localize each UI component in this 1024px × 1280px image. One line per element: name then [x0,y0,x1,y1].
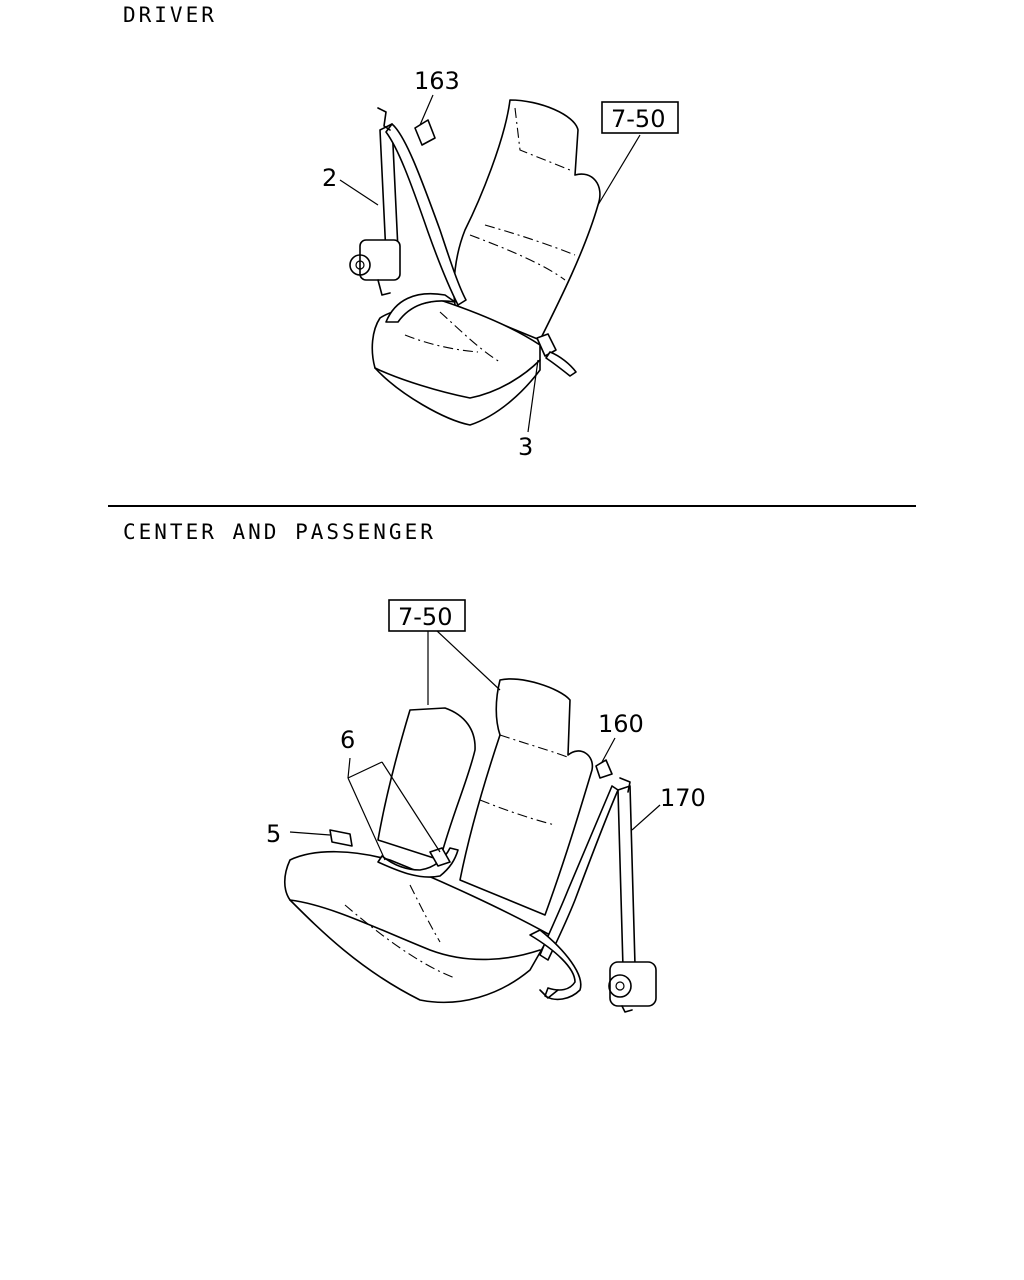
callout-driver-seat-ref: 7-50 [611,105,665,133]
callout-driver-163: 163 [414,67,460,95]
ref-box-center [388,599,466,632]
callout-center-160: 160 [598,710,644,738]
section-title-driver: DRIVER [123,3,217,27]
driver-seat-illustration [339,94,641,433]
section-divider [108,505,916,507]
callout-center-5: 5 [266,820,281,848]
callout-driver-2: 2 [322,164,337,192]
bench-seat-illustration [283,629,661,1013]
callout-center-6: 6 [340,726,355,754]
callout-driver-3: 3 [518,433,533,461]
ref-box-driver [601,101,679,134]
callout-center-seat-ref: 7-50 [398,603,452,631]
section-title-center-passenger: CENTER AND PASSENGER [123,520,436,544]
callout-center-170: 170 [660,784,706,812]
